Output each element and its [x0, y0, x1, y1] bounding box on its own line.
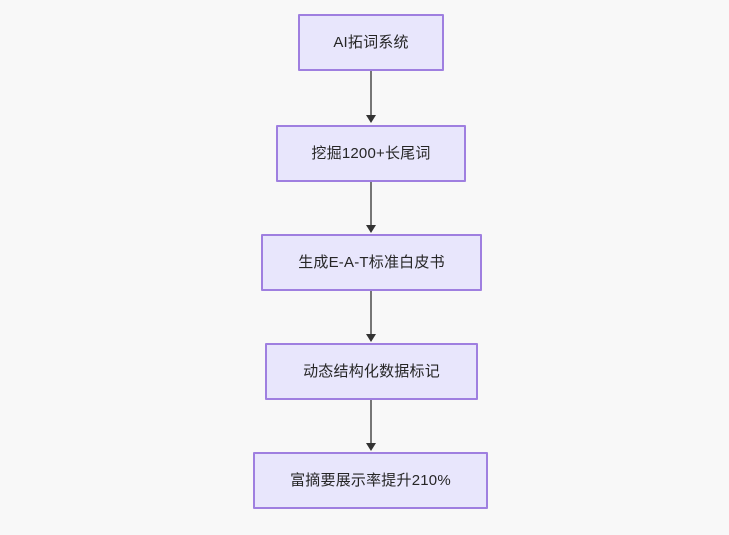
arrow-down-icon	[366, 115, 376, 123]
arrow-down-icon	[366, 334, 376, 342]
flow-node-label: AI拓词系统	[333, 34, 409, 51]
flow-edge-2-connector	[370, 182, 372, 227]
flow-edge-4-connector	[370, 400, 372, 445]
flow-node-ai-keyword-system[interactable]: AI拓词系统	[298, 14, 444, 71]
flow-edge-3-connector	[370, 291, 372, 336]
arrow-down-icon	[366, 225, 376, 233]
arrow-down-icon	[366, 443, 376, 451]
flow-node-label: 挖掘1200+长尾词	[311, 145, 431, 162]
flow-node-label: 富摘要展示率提升210%	[290, 472, 451, 489]
flow-node-label: 生成E-A-T标准白皮书	[298, 254, 445, 271]
flow-node-rich-snippet-result[interactable]: 富摘要展示率提升210%	[253, 452, 488, 509]
flow-node-longtail-keywords[interactable]: 挖掘1200+长尾词	[276, 125, 466, 182]
flow-node-structured-data-markup[interactable]: 动态结构化数据标记	[265, 343, 478, 400]
flow-node-label: 动态结构化数据标记	[303, 363, 440, 380]
flow-node-eat-whitepaper[interactable]: 生成E-A-T标准白皮书	[261, 234, 482, 291]
flow-edge-1-connector	[370, 71, 372, 117]
